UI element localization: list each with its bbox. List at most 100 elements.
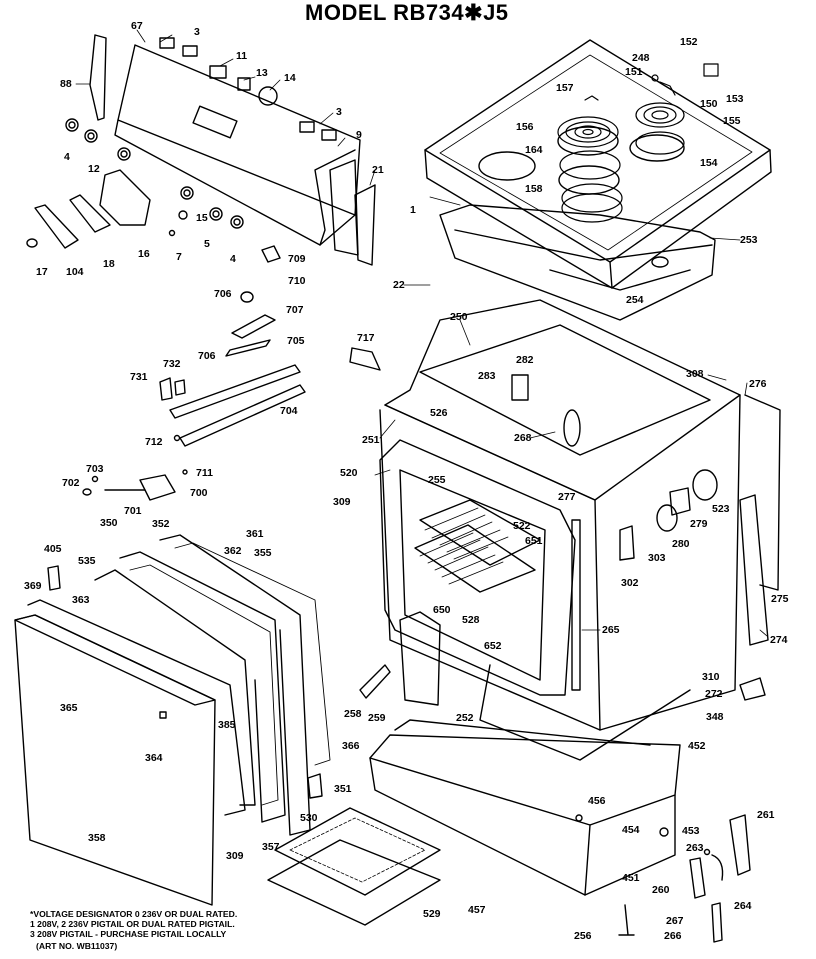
part-label-700: 700: [190, 487, 208, 499]
part-label-5: 5: [204, 238, 210, 250]
part-label-264: 264: [734, 900, 752, 912]
lock-parts: [82, 469, 188, 501]
art-number: (ART NO. WB11037): [36, 941, 118, 951]
part-label-457: 457: [468, 904, 486, 916]
part-label-151: 151: [625, 66, 643, 78]
part-label-88: 88: [60, 78, 72, 90]
part-label-252: 252: [456, 712, 474, 724]
part-label-528: 528: [462, 614, 480, 626]
leader-lines: [75, 29, 768, 637]
part-label-701: 701: [124, 505, 142, 517]
part-label-279: 279: [690, 518, 708, 530]
part-label-535: 535: [78, 555, 96, 567]
part-label-522: 522: [513, 520, 531, 532]
part-label-352: 352: [152, 518, 170, 530]
part-label-283: 283: [478, 370, 496, 382]
surface-units: [557, 63, 719, 223]
part-label-710: 710: [288, 275, 306, 287]
part-label-529: 529: [423, 908, 441, 920]
part-label-7: 7: [176, 251, 182, 263]
part-label-351: 351: [334, 783, 352, 795]
part-label-712: 712: [145, 436, 163, 448]
part-label-709: 709: [288, 253, 306, 265]
part-label-309: 309: [333, 496, 351, 508]
part-label-22: 22: [393, 279, 405, 291]
part-label-355: 355: [254, 547, 272, 559]
part-label-707: 707: [286, 304, 304, 316]
part-label-14: 14: [284, 72, 296, 84]
door-bracket: [307, 773, 323, 799]
part-label-275: 275: [771, 593, 789, 605]
part-label-348: 348: [706, 711, 724, 723]
part-label-706: 706: [198, 350, 216, 362]
part-label-702: 702: [62, 477, 80, 489]
part-label-157: 157: [556, 82, 574, 94]
oven-door: [14, 534, 331, 906]
model-title: MODEL RB734✱J5: [305, 0, 509, 25]
part-label-452: 452: [688, 740, 706, 752]
note-line: 3 208V PIGTAIL - PURCHASE PIGTAIL LOCALL…: [30, 929, 227, 939]
part-label-282: 282: [516, 354, 534, 366]
part-label-153: 153: [726, 93, 744, 105]
part-label-150: 150: [700, 98, 718, 110]
part-label-276: 276: [749, 378, 767, 390]
thermostat-parts: [225, 245, 381, 371]
part-label-265: 265: [602, 624, 620, 636]
part-label-3: 3: [336, 106, 342, 118]
part-label-266: 266: [664, 930, 682, 942]
burner-box: [439, 204, 716, 321]
part-label-405: 405: [44, 543, 62, 555]
part-label-530: 530: [300, 812, 318, 824]
part-label-15: 15: [196, 212, 208, 224]
part-label-366: 366: [342, 740, 360, 752]
part-label-364: 364: [145, 752, 163, 764]
hinge-258: [359, 664, 391, 699]
door-hinge-parts: [618, 814, 751, 943]
part-label-310: 310: [702, 671, 720, 683]
part-label-357: 357: [262, 841, 280, 853]
part-label-363: 363: [72, 594, 90, 606]
part-label-451: 451: [622, 872, 640, 884]
note-line: 1 208V, 2 236V PIGTAIL OR DUAL RATED PIG…: [30, 919, 235, 929]
part-label-4: 4: [64, 151, 70, 163]
part-label-369: 369: [24, 580, 42, 592]
part-label-156: 156: [516, 121, 534, 133]
part-label-652: 652: [484, 640, 502, 652]
part-label-704: 704: [280, 405, 298, 417]
part-label-350: 350: [100, 517, 118, 529]
side-trim-9: [329, 159, 359, 256]
part-label-258: 258: [344, 708, 362, 720]
part-label-259: 259: [368, 712, 386, 724]
oven-body: [379, 299, 741, 731]
part-label-717: 717: [357, 332, 375, 344]
side-panel-276: [744, 394, 781, 591]
part-label-250: 250: [450, 311, 468, 323]
part-label-274: 274: [770, 634, 788, 646]
part-label-358: 358: [88, 832, 106, 844]
part-label-703: 703: [86, 463, 104, 475]
drawer-front-support: [399, 611, 441, 706]
part-label-21: 21: [372, 164, 384, 176]
part-label-12: 12: [88, 163, 100, 175]
part-label-303: 303: [648, 552, 666, 564]
part-label-361: 361: [246, 528, 264, 540]
part-label-11: 11: [236, 50, 248, 62]
broiler-pan: [267, 807, 441, 926]
part-label-154: 154: [700, 157, 718, 169]
part-label-277: 277: [558, 491, 576, 503]
part-label-18: 18: [103, 258, 115, 270]
part-label-67: 67: [131, 20, 143, 32]
control-panel: [114, 37, 361, 246]
part-label-255: 255: [428, 474, 446, 486]
part-label-248: 248: [632, 52, 650, 64]
part-label-1: 1: [410, 204, 416, 216]
voltage-notes: *VOLTAGE DESIGNATOR 0 236V OR DUAL RATED…: [30, 909, 237, 939]
part-label-456: 456: [588, 795, 606, 807]
part-label-731: 731: [130, 371, 148, 383]
part-label-520: 520: [340, 467, 358, 479]
note-line: *VOLTAGE DESIGNATOR 0 236V OR DUAL RATED…: [30, 909, 238, 919]
part-label-385: 385: [218, 719, 236, 731]
part-label-155: 155: [723, 115, 741, 127]
side-panel-275: [739, 494, 769, 646]
